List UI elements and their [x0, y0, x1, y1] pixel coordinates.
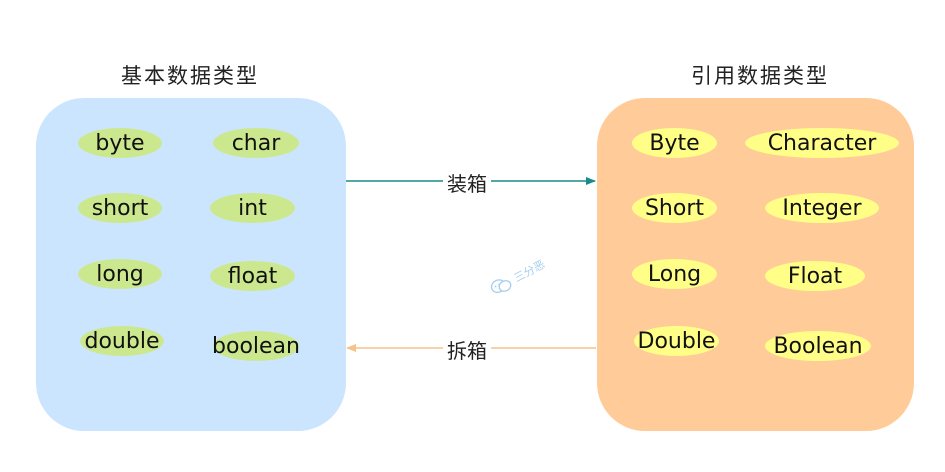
primitive-type-double: double: [80, 326, 164, 356]
primitive-type-float: float: [210, 261, 295, 291]
primitive-type-int: int: [210, 193, 295, 223]
reference-type-character: Character: [745, 128, 899, 158]
reference-type-float: Float: [765, 261, 865, 291]
reference-type-long: Long: [632, 259, 717, 289]
wechat-icon: [490, 279, 512, 294]
primitive-type-byte: byte: [78, 128, 162, 158]
watermark: 三分恶: [482, 236, 571, 309]
primitive-types-title: 基本数据类型: [121, 64, 259, 88]
reference-type-short: Short: [632, 193, 717, 223]
reference-type-boolean: Boolean: [765, 331, 871, 361]
primitive-type-boolean: boolean: [212, 331, 300, 361]
boxing-label: 装箱: [443, 168, 491, 197]
primitive-type-long: long: [78, 259, 162, 289]
reference-type-byte: Byte: [632, 128, 717, 158]
watermark-text: 三分恶: [511, 257, 548, 285]
primitive-type-char: char: [213, 128, 299, 158]
reference-type-double: Double: [634, 326, 719, 356]
unboxing-label: 拆箱: [443, 335, 491, 364]
reference-type-integer: Integer: [765, 193, 879, 223]
reference-types-title: 引用数据类型: [691, 64, 829, 88]
primitive-type-short: short: [78, 193, 162, 223]
